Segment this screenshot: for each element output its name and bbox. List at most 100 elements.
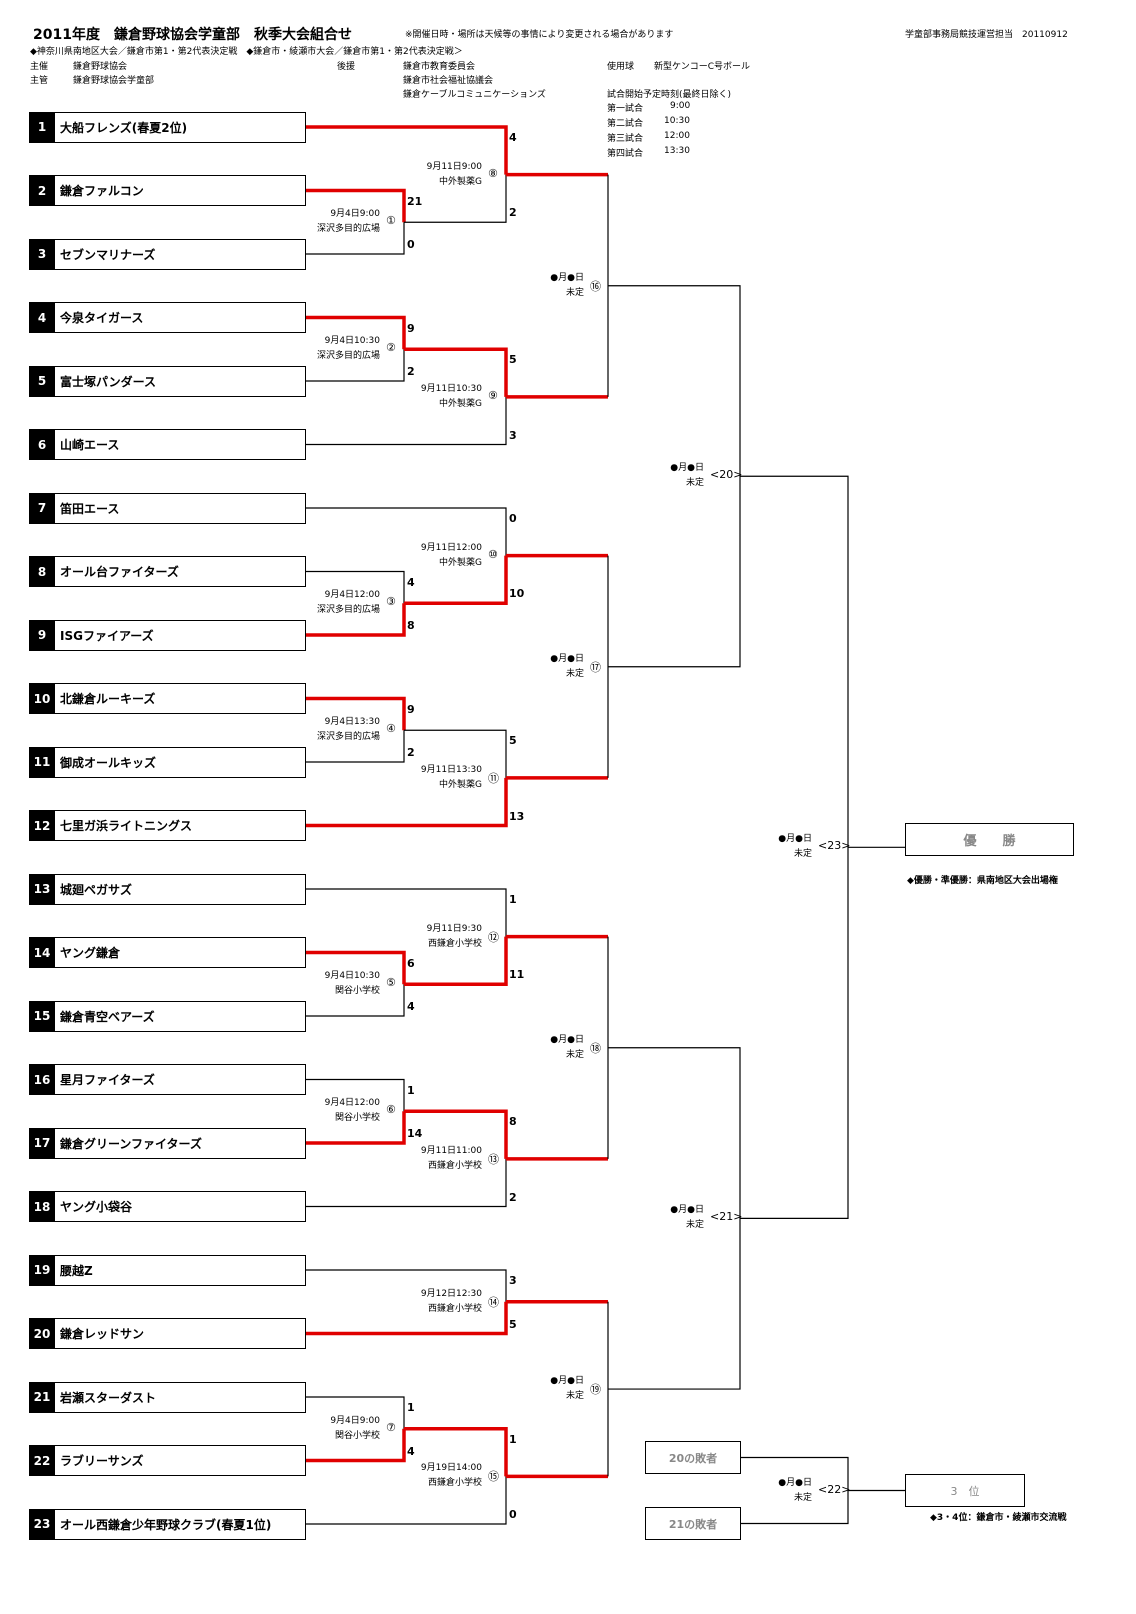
bracket-line: [305, 1396, 405, 1429]
team-number: 1: [29, 111, 55, 143]
schedule-label: 第一試合: [607, 104, 644, 114]
winner-path: [305, 950, 406, 985]
match-date: 9月11日9:30: [426, 923, 482, 934]
match-date: 9月4日10:30: [324, 336, 380, 347]
match-venue: 未定: [685, 1220, 704, 1231]
match-date: ●月●日: [550, 1034, 584, 1045]
team-name: 笛田エース: [60, 501, 120, 516]
match-number: ⑮: [488, 1470, 499, 1484]
score-top: 5: [509, 353, 517, 367]
team-number: 10: [29, 683, 55, 714]
score-bottom: 2: [407, 365, 415, 378]
supporter: 鎌倉ケーブルコミュニケーションズ: [403, 90, 546, 100]
schedule-time: 10:30: [664, 116, 690, 126]
match-date: 9月11日9:00: [426, 161, 482, 172]
winner-path: [305, 1111, 406, 1145]
match-venue: 中外製薬G: [439, 398, 482, 409]
winner-path: [404, 1109, 508, 1159]
team-number: 19: [29, 1254, 55, 1286]
score-top: 0: [509, 512, 517, 525]
bracket-line: [305, 507, 507, 556]
team-number: 18: [29, 1191, 55, 1222]
team-name: 腰越Z: [60, 1263, 93, 1278]
team-entry: 19 腰越Z: [29, 1254, 306, 1286]
team-entry: 2 鎌倉ファルコン: [29, 175, 306, 206]
match-venue: 深沢多目的広場: [316, 351, 380, 362]
team-name: 鎌倉レッドサン: [60, 1327, 145, 1341]
loser-20-box: 20の敗者: [645, 1441, 741, 1474]
team-name: 城廻ペガサズ: [60, 882, 133, 897]
bracket-line: [305, 1269, 507, 1302]
issuer: 学童部事務局競技運営担当 20110912: [905, 30, 1068, 40]
match-number: ⑰: [590, 660, 601, 674]
winner-path: [305, 777, 508, 828]
host-label: 主催: [30, 62, 49, 72]
supporter: 鎌倉市社会福祉協議会: [403, 76, 494, 86]
match-date: 9月4日9:00: [330, 209, 380, 220]
score-top: 1: [509, 1432, 517, 1446]
winner-path: [305, 1428, 406, 1463]
champion-box: 優 勝: [905, 823, 1074, 856]
team-entry: 7 笛田エース: [29, 492, 306, 524]
score-top: 21: [407, 194, 423, 208]
match-date: 9月11日11:00: [420, 1145, 482, 1156]
team-number: 2: [29, 175, 55, 206]
score-bottom: 5: [509, 1317, 517, 1331]
bracket-line: [305, 1476, 507, 1525]
match-date: ●月●日: [778, 1477, 812, 1488]
score-top: 1: [407, 1401, 415, 1414]
match-date: ●月●日: [550, 653, 584, 664]
host: 鎌倉野球協会: [73, 62, 128, 72]
match-number: ⑯: [590, 279, 601, 293]
score-bottom: 2: [407, 746, 415, 759]
team-number: 9: [29, 619, 55, 651]
schedule-time: 13:30: [664, 146, 690, 156]
team-number: 7: [29, 492, 55, 524]
team-name: 岩瀬スターダスト: [60, 1390, 157, 1405]
bracket-line: [305, 1158, 507, 1208]
score-bottom: 4: [407, 1000, 415, 1013]
match-number: ②: [386, 341, 396, 355]
match-date: 9月11日12:00: [420, 542, 482, 553]
match-number: <22>: [818, 1482, 851, 1496]
team-name: 鎌倉ファルコン: [60, 184, 144, 198]
match-date: 9月4日13:30: [324, 717, 380, 728]
winner-path: [404, 1427, 508, 1477]
score-bottom: 8: [407, 619, 415, 632]
bracket-line: [305, 349, 405, 382]
match-number: ⑨: [488, 388, 498, 402]
team-number: 11: [29, 746, 55, 778]
match-date: 9月4日10:30: [324, 971, 380, 982]
winner-path: [404, 936, 508, 986]
team-name: オール台ファイターズ: [60, 565, 179, 579]
match-venue: 未定: [565, 1391, 584, 1402]
match-venue: 関谷小学校: [334, 1430, 380, 1441]
match-number: ⑩: [488, 547, 498, 561]
winner-path: [305, 603, 406, 637]
match-venue: 未定: [565, 1049, 584, 1060]
match-number: ③: [386, 595, 396, 609]
manager: 鎌倉野球協会学童部: [73, 76, 155, 86]
subtitle: ◆神奈川県南地区大会／鎌倉市第1・第2代表決定戦 ◆鎌倉市・綾瀬市大会／鎌倉市第…: [30, 47, 463, 57]
score-bottom: 13: [509, 809, 525, 823]
match-venue: 中外製薬G: [439, 176, 482, 187]
match-venue: 深沢多目的広場: [316, 224, 380, 235]
schedule-label: 第三試合: [607, 134, 644, 144]
match-venue: 関谷小学校: [334, 986, 380, 997]
loser-21-box: 21の敗者: [645, 1507, 741, 1540]
team-number: 14: [29, 937, 55, 968]
bracket-line: [404, 729, 507, 778]
team-number: 8: [29, 556, 55, 587]
score-top: 4: [509, 131, 517, 144]
match-number: ⑱: [590, 1041, 601, 1055]
winner-path: [305, 315, 406, 350]
score-top: 8: [509, 1115, 517, 1129]
